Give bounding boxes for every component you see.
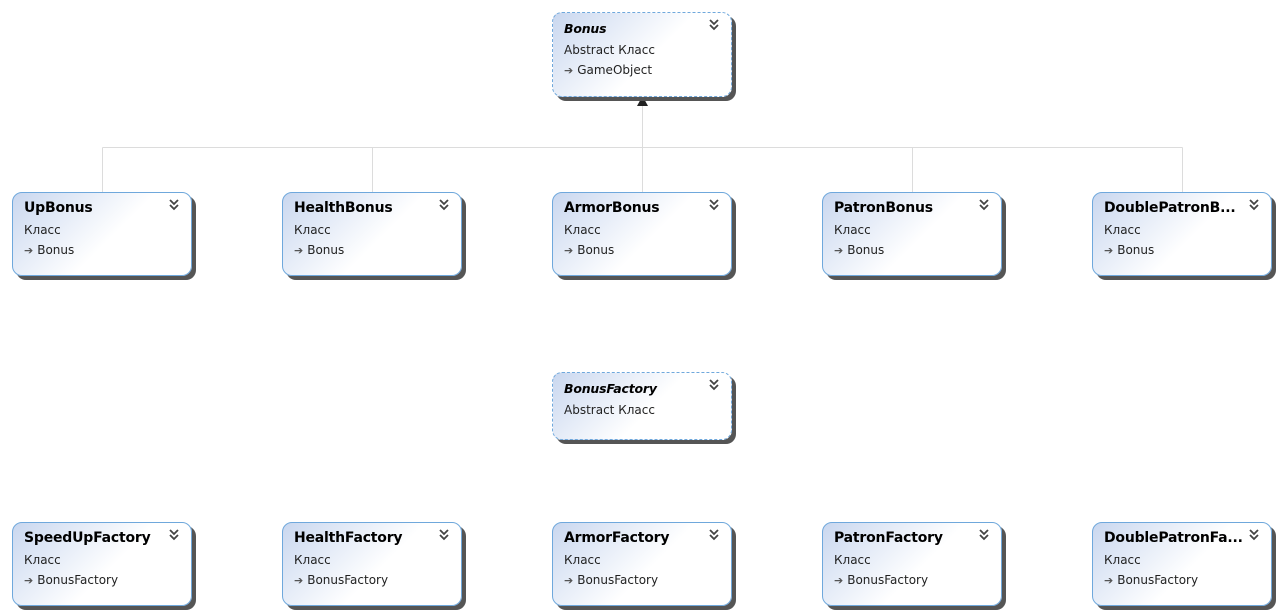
class-name: ArmorFactory bbox=[564, 530, 670, 546]
class-kind: Класс bbox=[1104, 223, 1141, 237]
base-class-name: Bonus bbox=[307, 243, 345, 257]
class-kind: Класс bbox=[564, 553, 601, 567]
inheritance-arrow-icon: ➔ bbox=[834, 244, 844, 257]
class-base: ➔Bonus bbox=[294, 243, 344, 257]
class-kind: Abstract Класс bbox=[564, 43, 655, 57]
triangle-arrowhead-icon bbox=[637, 96, 648, 106]
class-kind: Класс bbox=[294, 223, 331, 237]
double-chevron-down-icon[interactable] bbox=[437, 528, 451, 542]
base-class-name: BonusFactory bbox=[577, 573, 659, 587]
class-name: ArmorBonus bbox=[564, 200, 660, 216]
double-chevron-down-icon[interactable] bbox=[707, 528, 721, 542]
class-armor-bonus[interactable]: ArmorBonus Класс ➔Bonus bbox=[552, 192, 732, 276]
class-base: ➔BonusFactory bbox=[834, 573, 928, 587]
class-up-bonus[interactable]: UpBonus Класс ➔Bonus bbox=[12, 192, 192, 276]
double-chevron-down-icon[interactable] bbox=[707, 378, 721, 392]
class-double-patron-bonus[interactable]: DoublePatronB... Класс ➔Bonus bbox=[1092, 192, 1272, 276]
base-class-name: GameObject bbox=[577, 63, 653, 77]
inheritance-arrow-icon: ➔ bbox=[564, 64, 574, 77]
class-name: HealthFactory bbox=[294, 530, 403, 546]
inheritance-arrow-icon: ➔ bbox=[834, 574, 844, 587]
inheritance-arrow-icon: ➔ bbox=[294, 574, 304, 587]
class-kind: Класс bbox=[24, 553, 61, 567]
class-name: PatronBonus bbox=[834, 200, 933, 216]
class-name: DoublePatronFa... bbox=[1104, 530, 1243, 546]
class-base: ➔BonusFactory bbox=[24, 573, 118, 587]
double-chevron-down-icon[interactable] bbox=[437, 198, 451, 212]
class-kind: Класс bbox=[834, 223, 871, 237]
double-chevron-down-icon[interactable] bbox=[707, 198, 721, 212]
double-chevron-down-icon[interactable] bbox=[167, 528, 181, 542]
class-name: BonusFactory bbox=[564, 381, 657, 396]
class-kind: Abstract Класс bbox=[564, 403, 655, 417]
class-name: UpBonus bbox=[24, 200, 93, 216]
base-class-name: BonusFactory bbox=[1117, 573, 1199, 587]
class-kind: Класс bbox=[564, 223, 601, 237]
class-base: ➔BonusFactory bbox=[294, 573, 388, 587]
inheritance-arrow-icon: ➔ bbox=[24, 244, 34, 257]
double-chevron-down-icon[interactable] bbox=[167, 198, 181, 212]
class-bonus-factory[interactable]: BonusFactory Abstract Класс bbox=[552, 372, 732, 440]
base-class-name: BonusFactory bbox=[847, 573, 929, 587]
base-class-name: Bonus bbox=[1117, 243, 1155, 257]
class-health-factory[interactable]: HealthFactory Класс ➔BonusFactory bbox=[282, 522, 462, 606]
class-base: ➔Bonus bbox=[24, 243, 74, 257]
double-chevron-down-icon[interactable] bbox=[977, 528, 991, 542]
class-patron-bonus[interactable]: PatronBonus Класс ➔Bonus bbox=[822, 192, 1002, 276]
class-base: ➔Bonus bbox=[834, 243, 884, 257]
inheritance-arrow-icon: ➔ bbox=[1104, 574, 1114, 587]
class-base: ➔BonusFactory bbox=[564, 573, 658, 587]
double-chevron-down-icon[interactable] bbox=[707, 18, 721, 32]
class-name: SpeedUpFactory bbox=[24, 530, 151, 546]
class-name: PatronFactory bbox=[834, 530, 943, 546]
class-name: HealthBonus bbox=[294, 200, 393, 216]
class-base: ➔GameObject bbox=[564, 63, 652, 77]
base-class-name: Bonus bbox=[577, 243, 615, 257]
class-kind: Класс bbox=[24, 223, 61, 237]
inheritance-arrow-icon: ➔ bbox=[1104, 244, 1114, 257]
class-armor-factory[interactable]: ArmorFactory Класс ➔BonusFactory bbox=[552, 522, 732, 606]
base-class-name: Bonus bbox=[37, 243, 75, 257]
base-class-name: BonusFactory bbox=[307, 573, 389, 587]
double-chevron-down-icon[interactable] bbox=[977, 198, 991, 212]
class-kind: Класс bbox=[1104, 553, 1141, 567]
inheritance-arrow-icon: ➔ bbox=[294, 244, 304, 257]
class-kind: Класс bbox=[834, 553, 871, 567]
class-double-patron-factory[interactable]: DoublePatronFa... Класс ➔BonusFactory bbox=[1092, 522, 1272, 606]
double-chevron-down-icon[interactable] bbox=[1247, 528, 1261, 542]
class-base: ➔Bonus bbox=[564, 243, 614, 257]
class-speed-up-factory[interactable]: SpeedUpFactory Класс ➔BonusFactory bbox=[12, 522, 192, 606]
class-kind: Класс bbox=[294, 553, 331, 567]
class-name: Bonus bbox=[564, 21, 607, 36]
class-name: DoublePatronB... bbox=[1104, 200, 1236, 216]
inheritance-arrow-icon: ➔ bbox=[564, 574, 574, 587]
base-class-name: BonusFactory bbox=[37, 573, 119, 587]
class-base: ➔Bonus bbox=[1104, 243, 1154, 257]
base-class-name: Bonus bbox=[847, 243, 885, 257]
class-patron-factory[interactable]: PatronFactory Класс ➔BonusFactory bbox=[822, 522, 1002, 606]
double-chevron-down-icon[interactable] bbox=[1247, 198, 1261, 212]
class-base: ➔BonusFactory bbox=[1104, 573, 1198, 587]
inheritance-arrow-icon: ➔ bbox=[564, 244, 574, 257]
class-health-bonus[interactable]: HealthBonus Класс ➔Bonus bbox=[282, 192, 462, 276]
class-bonus[interactable]: Bonus Abstract Класс ➔GameObject bbox=[552, 12, 732, 97]
inheritance-arrow-icon: ➔ bbox=[24, 574, 34, 587]
